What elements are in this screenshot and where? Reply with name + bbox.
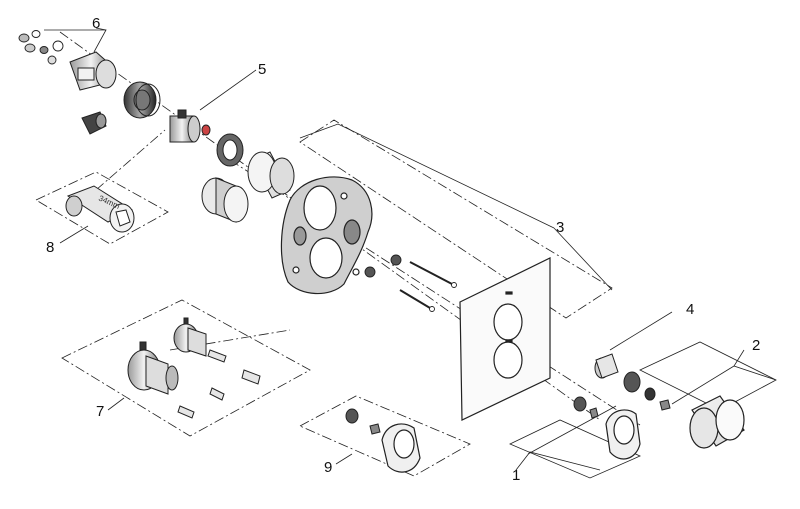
face-plate — [459, 257, 551, 421]
part-6-cartridge-body — [69, 51, 117, 91]
kit-box-9 — [299, 395, 471, 477]
part-2-knob — [689, 395, 745, 449]
kit-box-1 — [509, 419, 641, 479]
part-6-seals — [18, 30, 64, 65]
callout-3: 3 — [556, 219, 565, 236]
callout-1: 1 — [512, 467, 521, 484]
callout-8: 8 — [46, 239, 55, 256]
part-5-valve — [169, 109, 211, 143]
leader-lines — [44, 27, 777, 471]
part-6-disc — [123, 81, 161, 119]
part-9-small-parts — [345, 408, 381, 435]
callout-5: 5 — [258, 61, 267, 78]
sleeve-ring-1 — [216, 133, 244, 167]
part-1-small-parts — [573, 396, 599, 419]
sleeve-tube-1 — [247, 151, 295, 199]
part-2-adapter — [623, 371, 671, 411]
screws — [364, 254, 457, 312]
part-6-cap — [81, 111, 107, 135]
callout-2: 2 — [752, 337, 761, 354]
kit-box-3 — [299, 119, 613, 319]
callout-7: 7 — [96, 403, 105, 420]
part-7-pins — [177, 349, 261, 419]
kit-box-2 — [639, 341, 777, 411]
part-8-wrench: 34mm — [65, 185, 135, 233]
callout-9: 9 — [324, 459, 333, 476]
part-1-knob — [605, 409, 641, 460]
sleeve-tube-2 — [201, 177, 249, 223]
part-4-adapter — [594, 353, 619, 379]
callout-4: 4 — [686, 301, 695, 318]
part-7-valve-large — [127, 341, 179, 395]
mounting-plate — [280, 176, 373, 295]
callout-6: 6 — [92, 15, 101, 32]
kit-box-7 — [61, 299, 311, 437]
part-7-valve-small — [173, 317, 207, 357]
part-9-knob — [381, 423, 421, 473]
kit-box-8 — [35, 171, 169, 245]
